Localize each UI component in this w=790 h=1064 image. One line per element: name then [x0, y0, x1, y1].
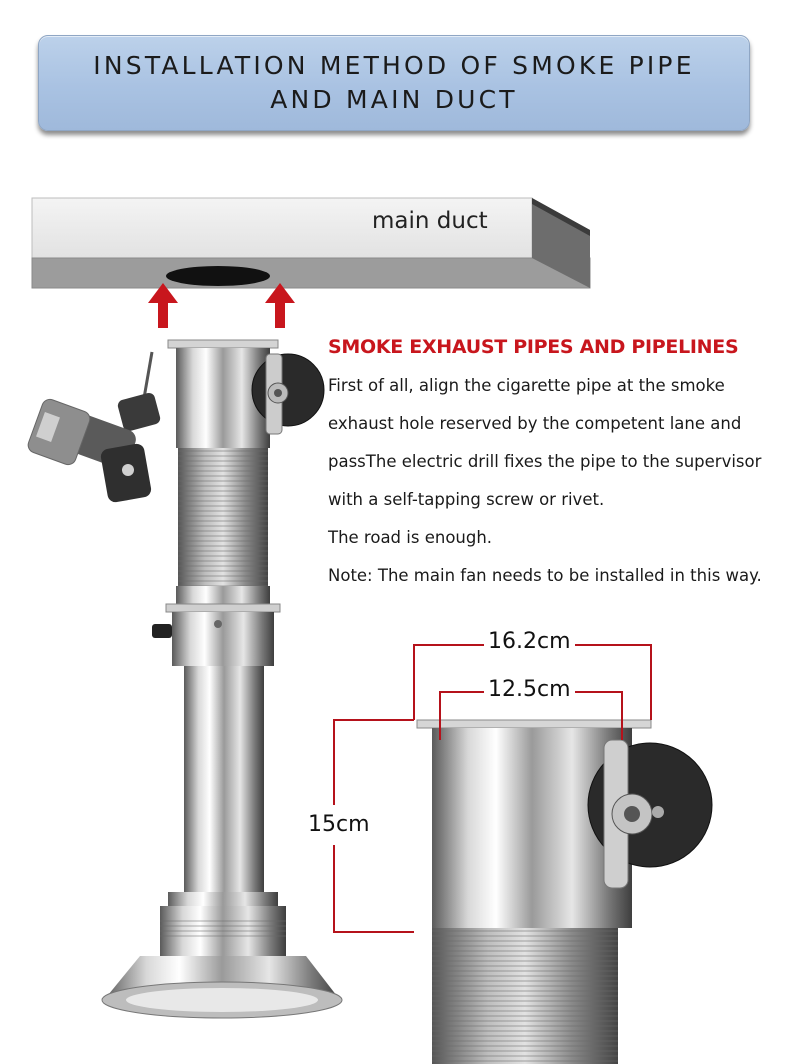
height-label: 15cm — [304, 812, 374, 837]
dimension-lines — [333, 644, 652, 933]
instruction-line-3: passThe electric drill fixes the pipe to… — [328, 452, 762, 471]
inner-diameter-label: 12.5cm — [484, 677, 575, 702]
instruction-line-6: Note: The main fan needs to be installed… — [328, 566, 762, 585]
pipe-detail-image — [416, 719, 713, 1064]
instruction-line-4: with a self-tapping screw or rivet. — [328, 490, 605, 509]
title-banner: INSTALLATION METHOD OF SMOKE PIPE AND MA… — [38, 35, 750, 131]
main-duct-label: main duct — [372, 208, 488, 234]
banner-title-line-2: AND MAIN DUCT — [270, 85, 518, 114]
instruction-line-1: First of all, align the cigarette pipe a… — [328, 376, 725, 395]
outer-diameter-label: 16.2cm — [484, 629, 575, 654]
valve-disc-icon — [251, 353, 325, 435]
banner-title-line-1: INSTALLATION METHOD OF SMOKE PIPE — [93, 51, 695, 80]
section-heading: SMOKE EXHAUST PIPES AND PIPELINES — [328, 336, 739, 358]
duct-hole — [166, 266, 270, 286]
electric-drill-icon — [27, 351, 161, 503]
instruction-line-5: The road is enough. — [328, 528, 493, 547]
main-duct — [31, 197, 591, 289]
smoke-pipe-image — [101, 339, 343, 1019]
instruction-line-2: exhaust hole reserved by the competent l… — [328, 414, 742, 433]
up-arrow-icon — [148, 283, 295, 328]
